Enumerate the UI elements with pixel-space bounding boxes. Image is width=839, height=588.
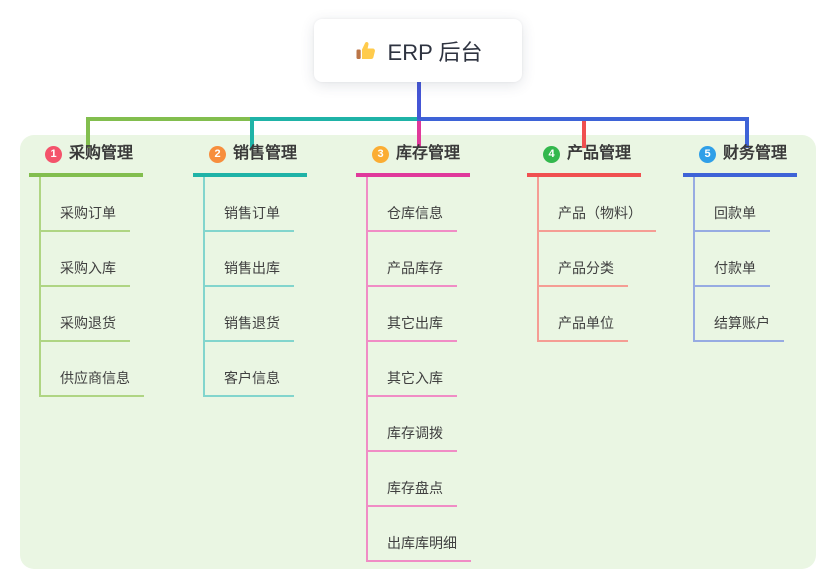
child-node[interactable]: 产品分类 xyxy=(539,232,628,287)
branch-node[interactable]: 4 产品管理 xyxy=(527,144,642,177)
child-label: 采购退货 xyxy=(60,315,116,331)
child-node[interactable]: 供应商信息 xyxy=(41,342,144,397)
child-node[interactable]: 销售订单 xyxy=(205,177,294,232)
branch-children: 销售订单 销售出库 销售退货 客户信息 xyxy=(203,177,294,397)
background-panel xyxy=(20,135,816,569)
child-label: 销售退货 xyxy=(224,315,280,331)
branch-title: 采购管理 xyxy=(69,145,134,162)
branch-children: 回款单 付款单 结算账户 xyxy=(693,177,784,342)
child-node[interactable]: 产品单位 xyxy=(539,287,628,342)
root-title: ERP 后台 xyxy=(387,39,483,65)
child-label: 采购入库 xyxy=(60,260,116,276)
branch-3: 3 库存管理 仓库信息 产品库存 其它出库 其它入库 库存调拨 库存盘点 出库库… xyxy=(356,144,471,562)
child-node[interactable]: 出库库明细 xyxy=(368,507,471,562)
branch-index-badge: 4 xyxy=(543,145,560,163)
child-label: 付款单 xyxy=(714,260,756,276)
branch-title: 销售管理 xyxy=(233,145,298,162)
child-node[interactable]: 采购订单 xyxy=(41,177,130,232)
child-node[interactable]: 库存调拨 xyxy=(368,397,457,452)
branch-title: 库存管理 xyxy=(396,145,461,162)
child-label: 结算账户 xyxy=(714,315,770,331)
child-node[interactable]: 客户信息 xyxy=(205,342,294,397)
child-label: 库存调拨 xyxy=(387,425,443,441)
child-label: 回款单 xyxy=(714,205,756,221)
child-node[interactable]: 结算账户 xyxy=(695,287,784,342)
branch-title: 产品管理 xyxy=(567,145,632,162)
child-label: 供应商信息 xyxy=(60,370,130,386)
child-node[interactable]: 采购退货 xyxy=(41,287,130,342)
child-node[interactable]: 采购入库 xyxy=(41,232,130,287)
branch-index-badge: 3 xyxy=(372,145,389,163)
branch-index-badge: 2 xyxy=(209,145,226,163)
branch-1: 1 采购管理 采购订单 采购入库 采购退货 供应商信息 xyxy=(29,144,144,397)
child-label: 采购订单 xyxy=(60,205,116,221)
child-label: 销售订单 xyxy=(224,205,280,221)
branch-node[interactable]: 5 财务管理 xyxy=(683,144,798,177)
child-node[interactable]: 仓库信息 xyxy=(368,177,457,232)
branch-index-badge: 5 xyxy=(699,145,716,163)
branch-node[interactable]: 3 库存管理 xyxy=(356,144,471,177)
branch-node[interactable]: 2 销售管理 xyxy=(193,144,308,177)
child-node[interactable]: 付款单 xyxy=(695,232,770,287)
child-node[interactable]: 产品库存 xyxy=(368,232,457,287)
branch-children: 仓库信息 产品库存 其它出库 其它入库 库存调拨 库存盘点 出库库明细 xyxy=(366,177,471,562)
thumbs-up-icon xyxy=(354,39,378,63)
branch-4: 4 产品管理 产品（物料） 产品分类 产品单位 xyxy=(527,144,656,342)
child-label: 其它出库 xyxy=(387,315,443,331)
child-label: 库存盘点 xyxy=(387,480,443,496)
child-label: 仓库信息 xyxy=(387,205,443,221)
child-label: 客户信息 xyxy=(224,370,280,386)
child-label: 产品分类 xyxy=(558,260,614,276)
child-node[interactable]: 产品（物料） xyxy=(539,177,656,232)
child-label: 销售出库 xyxy=(224,260,280,276)
child-label: 产品库存 xyxy=(387,260,443,276)
child-node[interactable]: 库存盘点 xyxy=(368,452,457,507)
branch-index-badge: 1 xyxy=(45,145,62,163)
branch-title: 财务管理 xyxy=(723,145,788,162)
root-node[interactable]: ERP 后台 xyxy=(314,19,522,82)
child-label: 产品单位 xyxy=(558,315,614,331)
branch-node[interactable]: 1 采购管理 xyxy=(29,144,144,177)
child-label: 出库库明细 xyxy=(387,535,457,551)
child-node[interactable]: 其它出库 xyxy=(368,287,457,342)
child-node[interactable]: 销售退货 xyxy=(205,287,294,342)
child-label: 产品（物料） xyxy=(558,205,642,221)
branch-children: 产品（物料） 产品分类 产品单位 xyxy=(537,177,656,342)
branch-children: 采购订单 采购入库 采购退货 供应商信息 xyxy=(39,177,144,397)
child-node[interactable]: 销售出库 xyxy=(205,232,294,287)
branch-5: 5 财务管理 回款单 付款单 结算账户 xyxy=(683,144,798,342)
child-node[interactable]: 其它入库 xyxy=(368,342,457,397)
child-label: 其它入库 xyxy=(387,370,443,386)
child-node[interactable]: 回款单 xyxy=(695,177,770,232)
branch-2: 2 销售管理 销售订单 销售出库 销售退货 客户信息 xyxy=(193,144,308,397)
